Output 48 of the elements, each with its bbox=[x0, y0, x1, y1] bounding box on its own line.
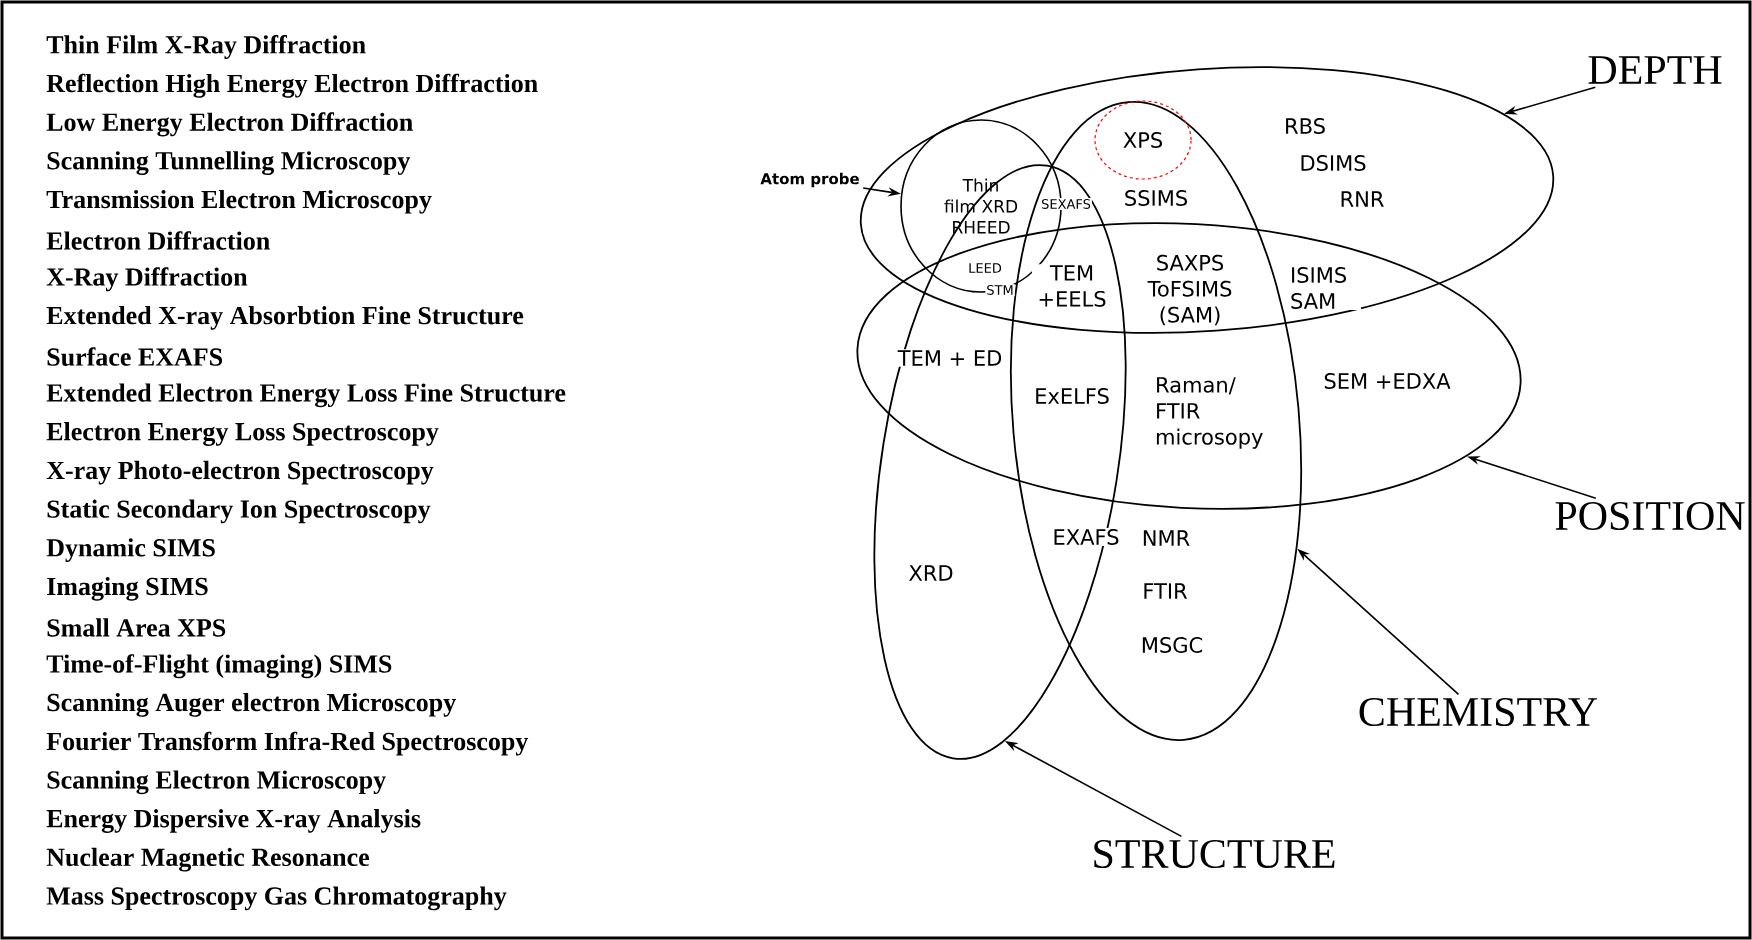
region-label: SEM +EDXA bbox=[1322, 372, 1452, 390]
region-label: ISIMS SAM bbox=[1289, 266, 1361, 310]
region-label: EXAFS bbox=[1051, 528, 1121, 546]
region-label: MSGC bbox=[1139, 636, 1205, 654]
set-label: DEPTH bbox=[1588, 56, 1722, 84]
technique-name: Scanning Electron Microscopy bbox=[47, 770, 386, 795]
technique-name: Reflection High Energy Electron Diffraction bbox=[46, 73, 538, 98]
region-label: NMR bbox=[1140, 529, 1192, 547]
region-label: SSIMS bbox=[1122, 189, 1190, 207]
region-label: SEXAFS bbox=[1040, 198, 1092, 210]
region-label: TEM + ED bbox=[896, 349, 1004, 367]
technique-name: Energy Dispersive X-ray Analysis bbox=[46, 809, 421, 833]
region-label: STM bbox=[985, 284, 1015, 296]
region-label: ExELFS bbox=[1033, 387, 1111, 405]
region-label: XRD bbox=[907, 564, 955, 582]
technique-name: Transmission Electron Microscopy bbox=[46, 189, 432, 214]
region-label: TEM +EELS bbox=[1032, 264, 1112, 308]
region-label: SAXPS ToFSIMS (SAM) bbox=[1133, 253, 1247, 327]
region-label: LEED bbox=[967, 262, 1003, 274]
technique-name: Imaging SIMS bbox=[47, 576, 208, 601]
technique-name: Scanning Tunnelling Microscopy bbox=[47, 151, 411, 175]
set-label: STRUCTURE bbox=[1094, 839, 1335, 869]
technique-name: Low Energy Electron Diffraction bbox=[46, 112, 413, 137]
technique-name: Nuclear Magnetic Resonance bbox=[46, 847, 369, 872]
technique-name: Small Area XPS bbox=[47, 618, 226, 637]
region-label: Raman/ FTIR microsopy bbox=[1154, 376, 1286, 450]
region-label: RBS bbox=[1283, 117, 1327, 135]
technique-name: Dynamic SIMS bbox=[46, 538, 215, 562]
technique-name: Electron Energy Loss Spectroscopy bbox=[46, 422, 439, 446]
technique-name: Fourier Transform Infra-Red Spectroscopy bbox=[46, 731, 529, 756]
technique-name: Thin Film X-Ray Diffraction bbox=[46, 35, 366, 59]
technique-name: Mass Spectroscopy Gas Chromatography bbox=[46, 886, 507, 911]
region-label: FTIR bbox=[1141, 582, 1189, 600]
set-label: CHEMISTRY bbox=[1359, 697, 1598, 727]
callout-text: Atom probe bbox=[760, 172, 859, 188]
technique-name: Scanning Auger electron Microscopy bbox=[47, 693, 456, 717]
technique-name: Time-of-Flight (imaging) SIMS bbox=[46, 654, 392, 679]
set-label: POSITION bbox=[1555, 501, 1745, 531]
region-label: RNR bbox=[1338, 190, 1386, 208]
set-ellipse bbox=[856, 222, 1522, 510]
technique-name: Static Secondary Ion Spectroscopy bbox=[47, 499, 431, 524]
region-label: DSIMS bbox=[1298, 154, 1368, 172]
technique-name: X-Ray Diffraction bbox=[46, 267, 248, 292]
technique-name: Extended X-ray Absorbtion Fine Structure bbox=[46, 306, 524, 330]
technique-name: Extended Electron Energy Loss Fine Structure bbox=[46, 383, 566, 408]
technique-name: X-ray Photo-electron Spectroscopy bbox=[46, 460, 434, 485]
technique-name: Surface EXAFS bbox=[47, 347, 223, 366]
technique-name: Electron Diffraction bbox=[46, 231, 270, 250]
